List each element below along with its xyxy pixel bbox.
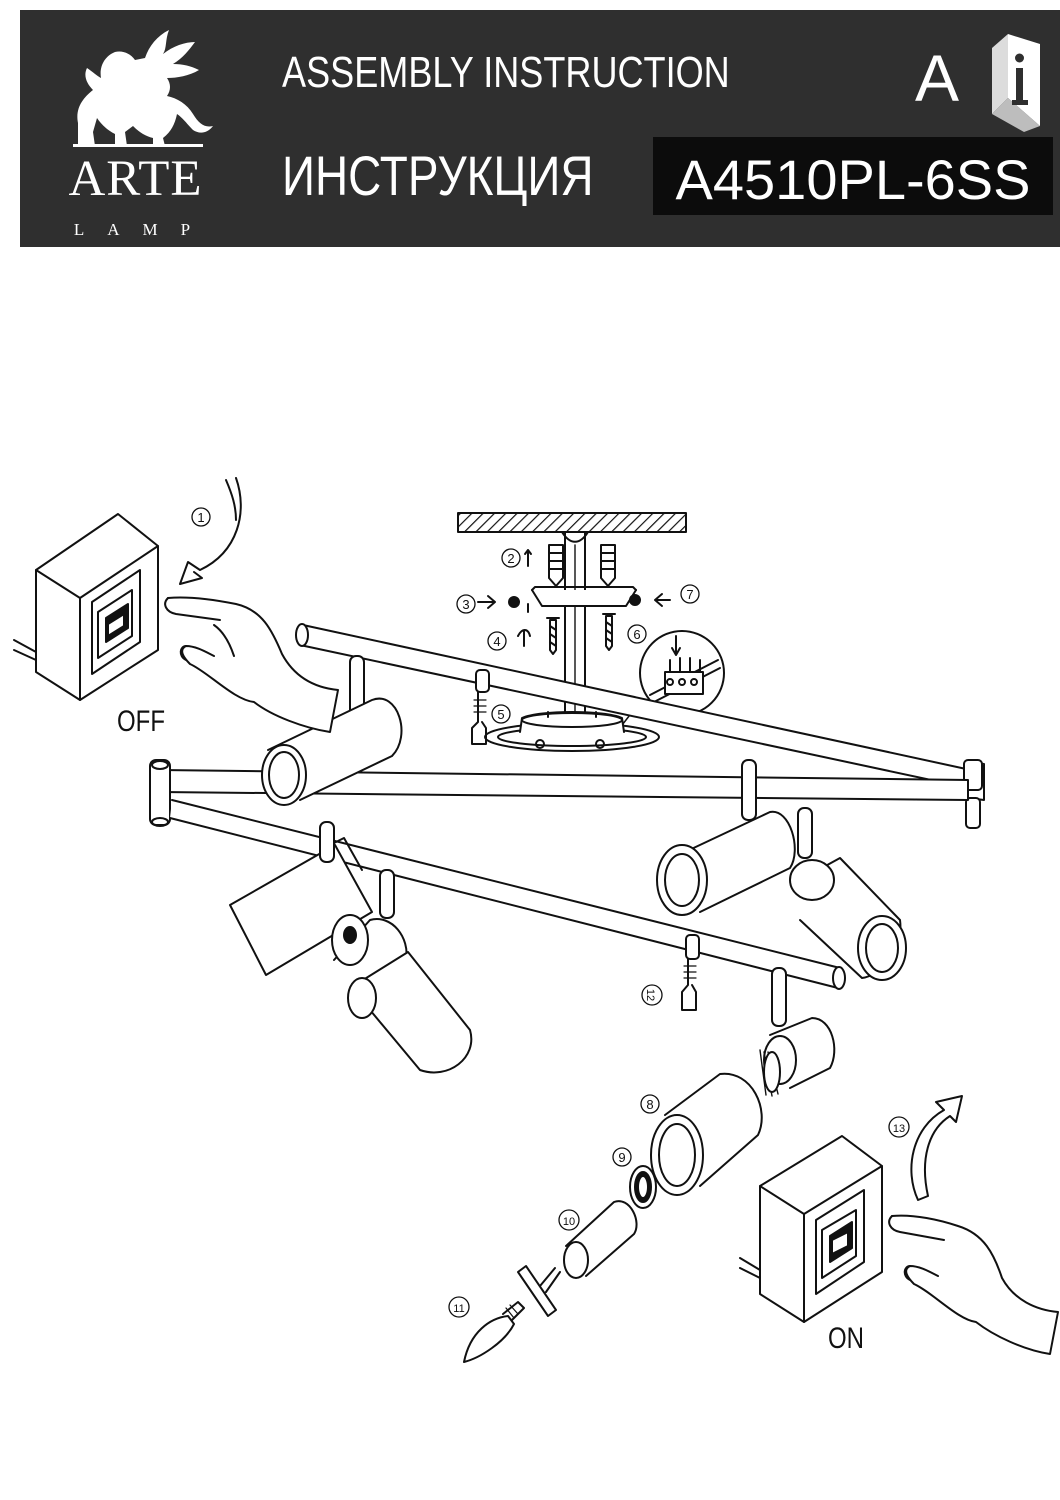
svg-text:4: 4 xyxy=(493,634,500,649)
step-marker-12: 12 xyxy=(641,984,663,1006)
model-number-box: A4510PL-6SS xyxy=(653,137,1053,215)
svg-text:1: 1 xyxy=(197,510,204,525)
step-marker-6: 6 xyxy=(627,624,647,644)
wall-switch-off xyxy=(13,513,339,733)
svg-text:13: 13 xyxy=(893,1123,905,1135)
mounting-bracket xyxy=(477,586,671,609)
logo-wordmark: ARTE xyxy=(68,151,203,207)
svg-text:3: 3 xyxy=(462,597,469,612)
lower-diagonal-bar xyxy=(169,799,846,990)
svg-text:8: 8 xyxy=(646,1097,653,1112)
upper-diagonal-bar xyxy=(295,623,985,829)
wall-dowels xyxy=(524,544,616,587)
step-marker-8: 8 xyxy=(640,1094,660,1114)
spotlight-1 xyxy=(261,655,403,806)
exploded-spotlight xyxy=(463,967,836,1363)
arte-lamp-logo: ARTE LAMP xyxy=(53,28,218,239)
step-marker-10: 10 xyxy=(558,1209,580,1231)
wall-switch-on xyxy=(739,1135,1059,1355)
winged-lion-icon xyxy=(73,30,213,147)
ceiling-hatch xyxy=(457,512,687,533)
step-marker-7: 7 xyxy=(680,584,700,604)
svg-text:5: 5 xyxy=(497,707,504,722)
switch-on-label: ON xyxy=(828,1322,864,1355)
svg-text:6: 6 xyxy=(633,627,640,642)
logo-subtitle: LAMP xyxy=(73,220,214,239)
model-number: A4510PL-6SS xyxy=(675,148,1031,211)
info-manual-icon xyxy=(992,34,1040,132)
title-russian: ИНСТРУКЦИЯ xyxy=(282,144,594,207)
language-letter: A xyxy=(915,41,960,115)
step-marker-4: 4 xyxy=(487,631,507,651)
svg-text:12: 12 xyxy=(644,989,656,1001)
step-marker-3: 3 xyxy=(456,594,476,614)
step-marker-11: 11 xyxy=(448,1296,470,1318)
svg-text:2: 2 xyxy=(507,551,514,566)
switch-off-label: OFF xyxy=(117,705,165,738)
svg-text:9: 9 xyxy=(618,1150,625,1165)
svg-text:7: 7 xyxy=(686,587,693,602)
step-marker-9: 9 xyxy=(612,1147,632,1167)
svg-text:10: 10 xyxy=(563,1216,575,1228)
ceiling-canopy xyxy=(484,711,660,752)
step-marker-2: 2 xyxy=(501,548,521,568)
middle-horizontal-bar xyxy=(149,759,969,827)
step-marker-5: 5 xyxy=(491,704,511,724)
spotlight-3 xyxy=(331,869,473,1074)
step-marker-13: 13 xyxy=(888,1116,910,1138)
svg-text:11: 11 xyxy=(453,1303,464,1315)
pull-switch xyxy=(471,669,490,745)
header-banner: ARTE LAMP ASSEMBLY INSTRUCTION ИНСТРУКЦИ… xyxy=(20,10,1060,247)
spotlight-2 xyxy=(229,821,373,976)
title-english: ASSEMBLY INSTRUCTION xyxy=(282,48,730,97)
spotlight-5 xyxy=(789,807,907,981)
arrow-step-13 xyxy=(910,1095,963,1201)
screws xyxy=(517,613,616,655)
bar-pull-switch xyxy=(681,934,700,1011)
arrow-step-1 xyxy=(179,477,242,585)
spotlight-4 xyxy=(656,759,796,916)
step-marker-1: 1 xyxy=(191,507,211,527)
